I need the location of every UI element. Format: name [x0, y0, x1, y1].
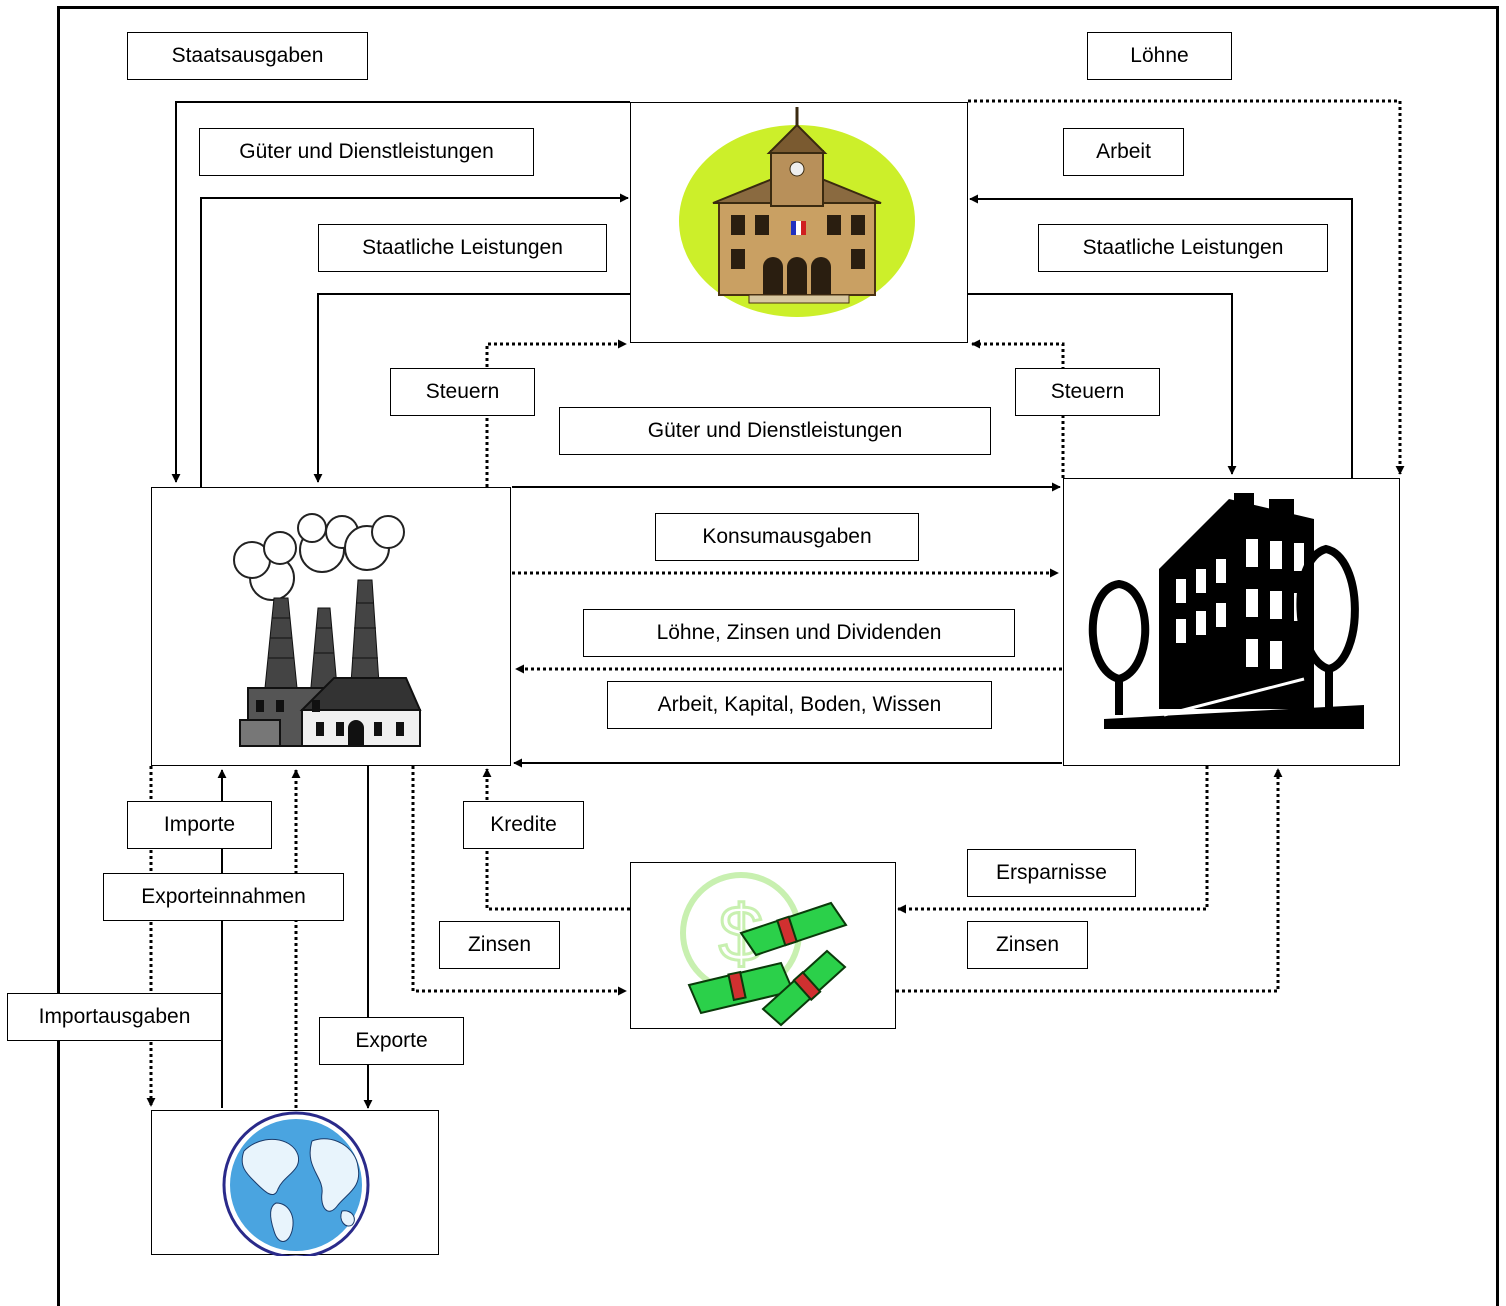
- government-node: [630, 102, 968, 343]
- arrow-zinsen-right: [896, 768, 1283, 993]
- arrow-zinsen-left: [411, 766, 627, 996]
- label-ersparnisse: Ersparnisse: [967, 849, 1136, 897]
- label-importausgaben: Importausgaben: [7, 993, 222, 1041]
- label-loehne-zinsen: Löhne, Zinsen und Dividenden: [583, 609, 1015, 657]
- government-icon: [679, 107, 915, 317]
- label-arbeit-top: Arbeit: [1063, 128, 1184, 176]
- arrow-gueter-top: [200, 193, 629, 487]
- arrow-arbeit: [969, 194, 1353, 486]
- bank-node: $: [630, 862, 896, 1029]
- firms-node: [151, 487, 511, 766]
- label-gueter-top: Güter und Dienstleistungen: [199, 128, 534, 176]
- houses-icon: [1088, 493, 1364, 729]
- label-kredite: Kredite: [463, 801, 584, 849]
- world-node: [151, 1110, 439, 1256]
- households-node: [1063, 478, 1400, 766]
- label-exporteinnahmen: Exporteinnahmen: [103, 873, 344, 921]
- money-icon: $: [680, 872, 848, 1027]
- label-zinsen-right: Zinsen: [967, 921, 1088, 969]
- label-exporte: Exporte: [319, 1017, 464, 1065]
- label-staatliche-left: Staatliche Leistungen: [318, 224, 607, 272]
- label-zinsen-left: Zinsen: [439, 921, 560, 969]
- arrow-staatsausgaben: [171, 101, 630, 483]
- arrow-ersparnisse: [897, 766, 1209, 914]
- label-steuern-left: Steuern: [390, 368, 535, 416]
- arrow-staatliche-left: [313, 293, 630, 483]
- globe-icon: [222, 1111, 370, 1256]
- label-gueter-mid: Güter und Dienstleistungen: [559, 407, 991, 455]
- label-staatliche-right: Staatliche Leistungen: [1038, 224, 1328, 272]
- factory-icon: [233, 513, 422, 747]
- label-importe: Importe: [127, 801, 272, 849]
- label-loehne-top: Löhne: [1087, 32, 1232, 80]
- label-steuern-right: Steuern: [1015, 368, 1160, 416]
- arrow-staatliche-right: [968, 293, 1237, 475]
- label-arbeit-kapital: Arbeit, Kapital, Boden, Wissen: [607, 681, 992, 729]
- arrow-steuern-left: [485, 339, 627, 487]
- label-staatsausgaben: Staatsausgaben: [127, 32, 368, 80]
- diagram-frame: [57, 6, 1499, 1306]
- label-konsumausgaben: Konsumausgaben: [655, 513, 919, 561]
- arrow-loehne: [968, 99, 1405, 475]
- arrow-steuern-right: [971, 339, 1065, 478]
